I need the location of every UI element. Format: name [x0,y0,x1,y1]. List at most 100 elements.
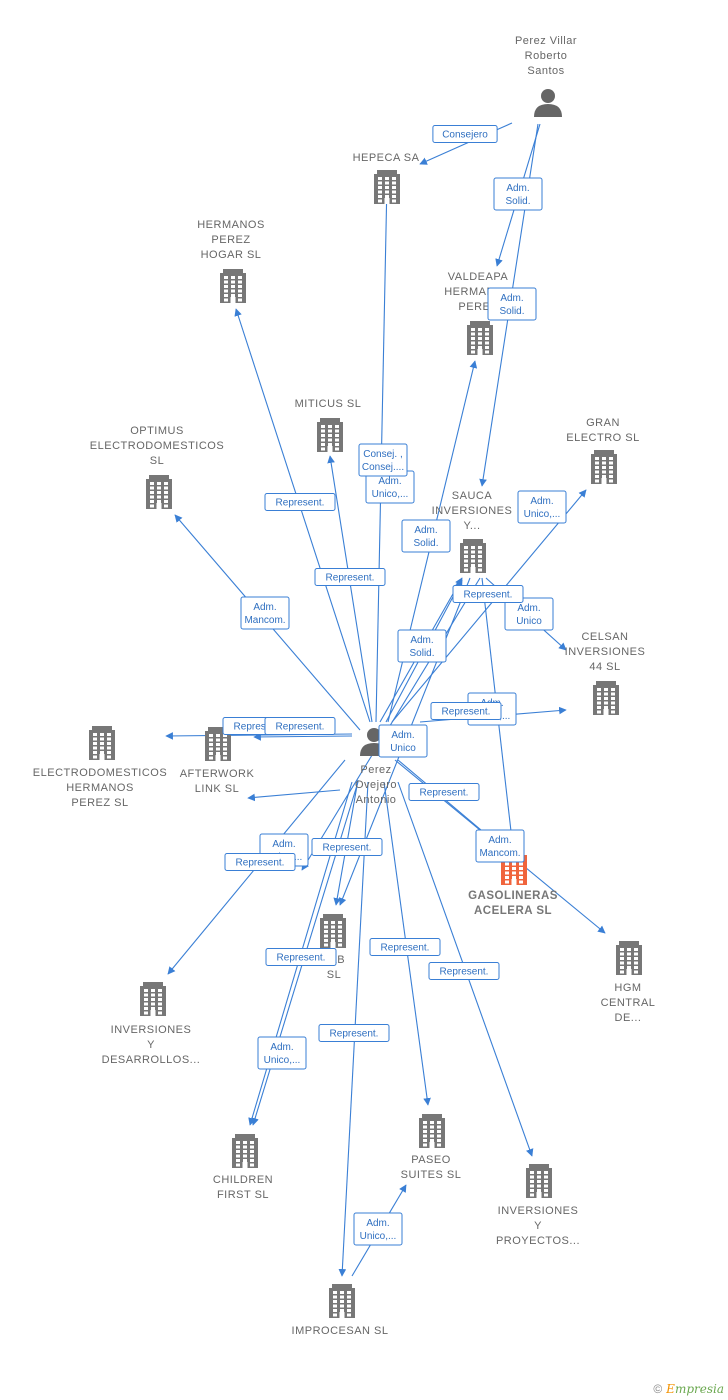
building-icon-window [602,470,606,474]
building-icon-window [216,734,220,737]
node-inv_proyectos[interactable]: INVERSIONESYPROYECTOS... [496,1164,580,1247]
edge-label[interactable]: Adm.Mancom. [240,596,290,630]
edge-label[interactable]: Represent. [311,838,383,856]
building-icon-window [335,447,339,451]
node-hepeca[interactable]: HEPECA SA [353,152,420,204]
edge-label-box [358,443,408,477]
building-icon-window [164,486,168,490]
edge-label[interactable]: Represent. [452,585,524,603]
edge-label[interactable]: Represent. [265,948,337,966]
building-icon-window [620,970,624,974]
edge-label-text: Unico,... [360,1231,397,1242]
edge-label-text: Unico,... [372,489,409,500]
edge-label[interactable]: Represent. [224,853,296,871]
building-icon-window [478,328,482,331]
edge-label-text: Adm. [391,730,414,741]
node-improcesan[interactable]: IMPROCESAN SL [292,1284,389,1337]
edge-label[interactable]: Adm.Unico,... [365,470,415,504]
edge-label[interactable]: Represent. [408,783,480,801]
building-icon-window [597,701,601,705]
edge-label[interactable]: Represent. [264,493,336,511]
building-icon-window [158,993,162,997]
building-icon-window [164,482,168,485]
building-icon-window [627,957,631,960]
node-label: OPTIMUS [130,425,184,437]
building-icon-window [430,1125,434,1129]
edge-label[interactable]: Consejero [432,125,498,143]
building-icon-window [93,746,97,750]
node-hgm[interactable]: HGMCENTRALDE... [601,941,656,1024]
node-label: SUITES SL [401,1169,462,1181]
building-icon-window [150,486,154,490]
node-label: 44 SL [589,661,620,673]
building-icon-window [392,199,396,203]
node-label: CENTRAL [601,997,656,1009]
edge-label-text: Adm. [366,1218,389,1229]
building-icon-window [620,966,624,969]
building-icon [220,269,246,303]
building-icon-window [505,871,509,875]
edge-label-text: Unico [390,743,416,754]
edge-label[interactable]: Represent. [318,1024,390,1042]
edge-label-text: Represent. [276,498,325,509]
building-icon-window [324,934,328,938]
edge-label[interactable]: Adm.Solid. [397,629,447,663]
edge-label-box [264,493,336,511]
building-icon-window [333,1309,337,1312]
building-icon-window [602,466,606,469]
building-icon-window [519,880,523,884]
edge-label[interactable]: Adm.Unico,... [257,1036,307,1070]
edge-label[interactable]: Adm.Solid. [493,177,543,211]
node-lab[interactable]: LABSL [320,914,346,981]
building-icon-window [238,285,242,288]
edge-label[interactable]: Represent. [264,717,336,735]
edge-label[interactable]: Represent. [369,938,441,956]
node-label: PROYECTOS... [496,1235,580,1247]
edge-label[interactable]: Adm.Unico,... [517,490,567,524]
edge-label-box [504,597,554,631]
node-miticus[interactable]: MITICUS SL [295,398,362,452]
edge-label[interactable]: Adm.Mancom. [475,829,525,863]
person-icon [534,89,562,117]
building-icon-window [437,1139,441,1142]
edge-label[interactable]: Represent. [430,702,502,720]
building-icon-window [478,550,482,554]
edge-label-text: Represent. [236,858,285,869]
edge-label[interactable]: Adm. Unico [378,724,428,758]
building-icon [140,982,166,1016]
node-label: SL [327,969,341,981]
building-icon-window [604,692,608,696]
building-icon-window [602,457,606,460]
building-icon-window [478,555,482,558]
node-label: Roberto [525,50,568,62]
building-icon-door [536,1192,542,1198]
edge-label[interactable]: Adm.Solid. [401,519,451,553]
edge-label[interactable]: Represent. [428,962,500,980]
edge-label-text: Consejero [442,130,488,141]
edge-label[interactable]: Adm.Solid. [487,287,537,321]
building-icon-window [331,925,335,929]
building-icon-window [236,1141,240,1144]
building-icon [374,170,400,204]
building-icon-window [485,328,489,331]
edge-label[interactable]: Adm.Unico [504,597,554,631]
building-icon-window [627,948,631,951]
node-label: VALDEAPA [448,271,509,283]
building-icon-window [611,710,615,714]
node-sauca[interactable]: SAUCAINVERSIONESY... [432,490,513,573]
node-inv_desarrollos[interactable]: INVERSIONESYDESARROLLOS... [102,982,201,1066]
edge-label[interactable]: Adm. Unico,... [353,1212,403,1246]
edge-label[interactable]: Consej. ,Consej.... [358,443,408,477]
edge-label[interactable]: Represent. [314,568,386,586]
